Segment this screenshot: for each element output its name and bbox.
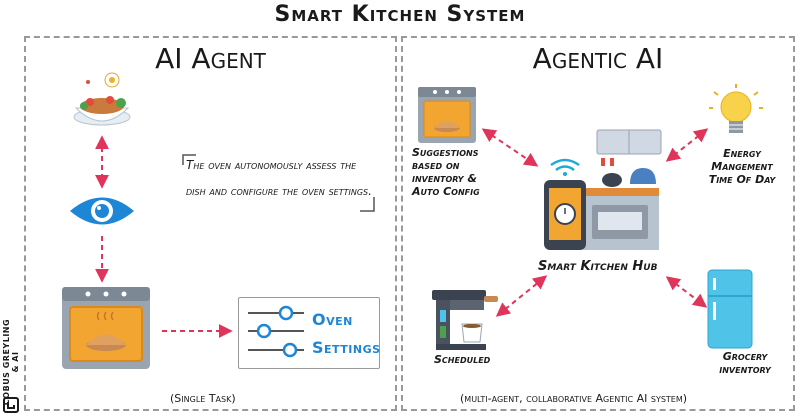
hub-label: Smart Kitchen Hub — [538, 259, 658, 274]
brand-mark-icon — [3, 397, 19, 413]
oven-icon — [62, 287, 150, 369]
eye-icon — [70, 197, 134, 225]
coffee-machine-icon — [432, 290, 498, 350]
oven-small-icon — [418, 87, 476, 143]
oven-settings-line1: Oven — [312, 310, 353, 329]
energy-label: Energy Mangement Time Of Day — [708, 147, 776, 186]
single-task-caption: (Single Task) — [170, 392, 236, 405]
grocery-label: Grocery inventory — [719, 350, 771, 376]
oven-settings-box — [238, 297, 380, 369]
lightbulb-icon — [709, 84, 763, 133]
ai-agent-panel: AI Agent — [24, 36, 397, 411]
hub-arrows — [481, 128, 709, 317]
fridge-icon — [707, 269, 753, 349]
agentic-ai-panel: Agentic AI — [401, 36, 795, 411]
multi-agent-caption: (multi-agent, collaborative Agentic AI s… — [460, 392, 688, 405]
suggestions-label: Suggestions based on inventory & Auto Co… — [412, 146, 480, 198]
oven-settings-line2: Settings — [312, 338, 381, 357]
note-bracket — [182, 154, 375, 212]
sliders-icon — [248, 305, 304, 358]
scheduled-label: Scheduled — [434, 353, 491, 366]
oven-note: The oven autonomously assess the dish an… — [186, 158, 372, 198]
ai-agent-title: AI Agent — [155, 42, 266, 75]
smart-kitchen-icon — [544, 129, 662, 250]
agentic-ai-title: Agentic AI — [532, 42, 664, 75]
food-bowl-icon — [73, 72, 131, 126]
page-title: Smart Kitchen System — [274, 2, 526, 27]
